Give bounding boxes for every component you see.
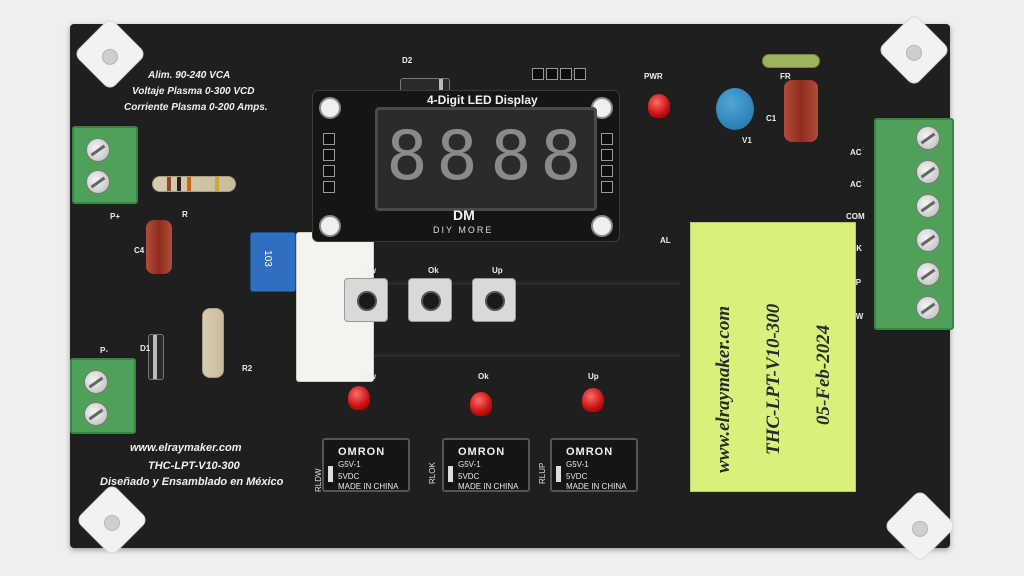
display-digit: 8: [436, 117, 478, 196]
label-fr: FR: [780, 72, 791, 81]
terminal-block-right: [874, 118, 954, 330]
relay-ok: OMRON G5V-1 5VDC MADE IN CHINA: [442, 438, 530, 492]
display-glass: 8 8 8 8: [375, 107, 597, 211]
display-digit: 8: [540, 117, 582, 196]
relay-dw: OMRON G5V-1 5VDC MADE IN CHINA: [322, 438, 410, 492]
display-brand-sub: DIY MORE: [433, 225, 494, 235]
fuse-resistor-fr: [762, 54, 820, 68]
terminal-block-p-minus: [70, 358, 136, 434]
standoff-bottom-right: [883, 489, 957, 563]
label-d1: D1: [140, 344, 151, 353]
label-r2: R2: [242, 364, 253, 373]
capacitor-c4: [146, 220, 172, 274]
pin-header: [532, 62, 586, 88]
led-up: [582, 388, 604, 412]
sticker-model: THC-LPT-V10-300: [763, 303, 784, 455]
led-label: Up: [588, 372, 599, 381]
relay-tag: RLUP: [538, 462, 547, 484]
screw-terminal[interactable]: [916, 262, 940, 286]
sticker-url: www.elraymaker.com: [713, 305, 734, 473]
button-label: Dw: [364, 266, 376, 275]
resistor-r: [152, 176, 236, 192]
screw-terminal[interactable]: [86, 138, 110, 162]
button-up[interactable]: [472, 278, 516, 322]
label-p-minus: P-: [100, 346, 108, 355]
screw-terminal[interactable]: [86, 170, 110, 194]
display-brand-logo: DM: [453, 207, 475, 223]
led-ok: [470, 392, 492, 416]
screw-terminal[interactable]: [916, 194, 940, 218]
trimpot[interactable]: 103: [250, 232, 296, 292]
capacitor-c1: [784, 80, 818, 142]
led-dw: [348, 386, 370, 410]
product-sticker: www.elraymaker.com THC-LPT-V10-300 05-Fe…: [690, 222, 856, 492]
trimpot-code: 103: [261, 250, 273, 267]
terminal-block-p-plus: [72, 126, 138, 204]
button-ok[interactable]: [408, 278, 452, 322]
relay-tag: RLOK: [428, 462, 437, 484]
led-label: Dw: [364, 372, 376, 381]
label-al: AL: [660, 236, 671, 245]
resistor-vertical: [202, 308, 224, 378]
standoff-top-right: [877, 13, 951, 87]
label-r: R: [182, 210, 188, 219]
terminal-label: AC: [850, 148, 862, 157]
label-d2: D2: [402, 56, 413, 65]
screw-terminal[interactable]: [916, 126, 940, 150]
button-dw[interactable]: [344, 278, 388, 322]
screw-terminal[interactable]: [916, 228, 940, 252]
label-c4: C4: [134, 246, 145, 255]
led-display-module: 4-Digit LED Display 8 8 8 8 DM DIY MORE: [312, 90, 620, 242]
terminal-label: AC: [850, 180, 862, 189]
label-v1: V1: [742, 136, 752, 145]
footer-line: Diseñado y Ensamblado en México: [100, 476, 284, 488]
terminal-label: COM: [846, 212, 865, 221]
standoff-bottom-left: [75, 483, 149, 557]
screw-terminal[interactable]: [84, 370, 108, 394]
button-label: Up: [492, 266, 503, 275]
screw-terminal[interactable]: [84, 402, 108, 426]
footer-line: www.elraymaker.com: [130, 442, 242, 454]
display-digit: 8: [386, 117, 428, 196]
label-pwr: PWR: [644, 72, 663, 81]
diode-d1: [148, 334, 164, 380]
led-label: Ok: [478, 372, 489, 381]
sticker-date: 05-Feb-2024: [813, 324, 834, 425]
spec-line: Alim. 90-240 VCA: [148, 70, 231, 81]
module-mount-hole: [319, 97, 341, 119]
footer-line: THC-LPT-V10-300: [148, 460, 240, 472]
pcb-trace: [320, 354, 680, 357]
label-p-plus: P+: [110, 212, 121, 221]
display-title: 4-Digit LED Display: [427, 93, 538, 107]
button-label: Ok: [428, 266, 439, 275]
relay-tag: RLDW: [314, 468, 323, 492]
standoff-top-left: [73, 17, 147, 91]
spec-line: Voltaje Plasma 0-300 VCD: [132, 86, 255, 97]
display-digit: 8: [490, 117, 532, 196]
relay-up: OMRON G5V-1 5VDC MADE IN CHINA: [550, 438, 638, 492]
spec-line: Corriente Plasma 0-200 Amps.: [124, 102, 268, 113]
capacitor-v1: [716, 88, 754, 130]
led-power: [648, 94, 670, 118]
screw-terminal[interactable]: [916, 296, 940, 320]
module-mount-hole: [319, 215, 341, 237]
label-c1: C1: [766, 114, 777, 123]
module-mount-hole: [591, 215, 613, 237]
terminal-label: DW: [850, 312, 864, 321]
screw-terminal[interactable]: [916, 160, 940, 184]
terminal-label: OK: [850, 244, 862, 253]
